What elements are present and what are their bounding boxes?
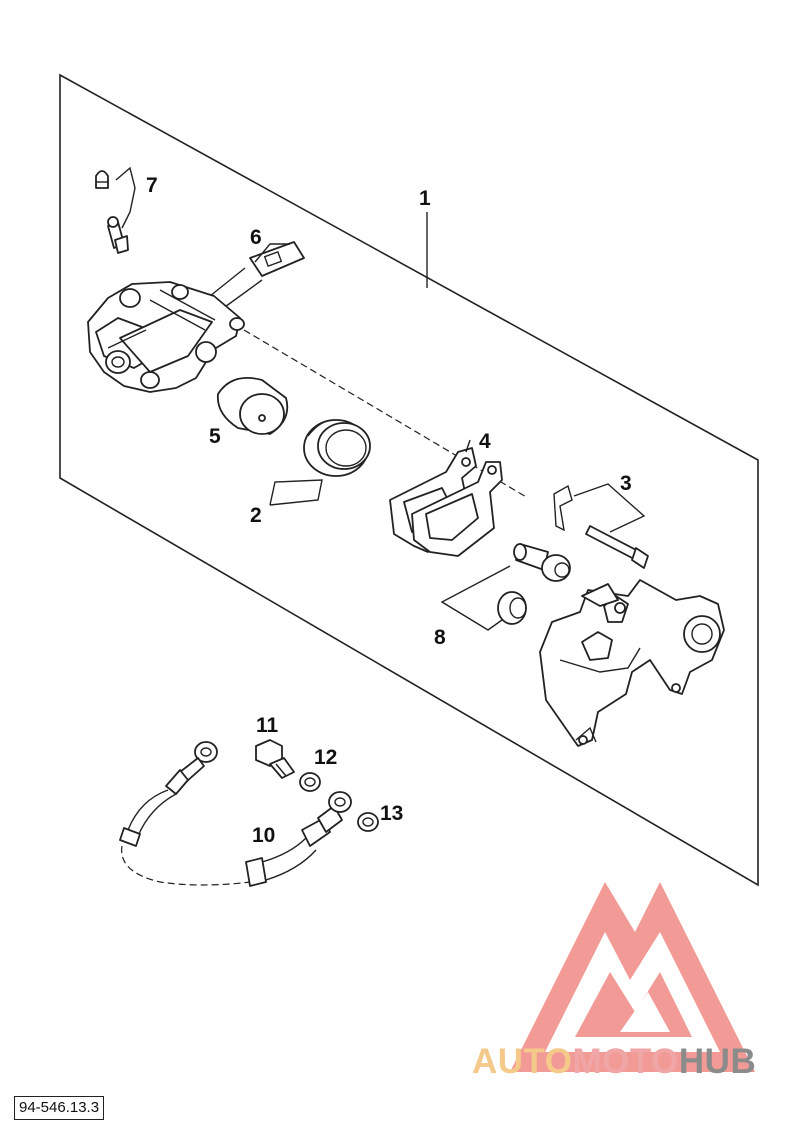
slide-pin-bushing-upper xyxy=(513,543,571,582)
assembly-frame xyxy=(59,73,759,887)
callout-6: 6 xyxy=(250,226,262,249)
callout-12: 12 xyxy=(314,746,337,769)
callout-2: 2 xyxy=(250,504,262,527)
leader-6 xyxy=(254,243,290,263)
piston xyxy=(216,376,289,435)
callout-7: 7 xyxy=(146,174,158,197)
sealing-washer-12 xyxy=(299,772,321,792)
pad-spring-plate xyxy=(249,241,305,277)
bleed-screw-lower xyxy=(107,216,129,254)
caliper-body xyxy=(87,281,245,393)
caliper-bracket xyxy=(539,579,725,747)
brake-hose xyxy=(119,741,352,887)
automotohub-logo-text: AUTOMOTOHUB xyxy=(472,1042,756,1082)
logo-triangle-icon xyxy=(510,882,755,1072)
retaining-clip xyxy=(553,484,573,532)
leader-4 xyxy=(465,439,471,453)
drawing-number: 94-546.13.3 xyxy=(14,1096,105,1120)
slide-pin-bushing-lower xyxy=(497,591,527,625)
callout-1: 1 xyxy=(419,187,431,210)
callout-5: 5 xyxy=(209,425,221,448)
logo-text-auto: AUTO xyxy=(472,1042,573,1081)
leader-8 xyxy=(440,565,511,631)
bleed-screw-upper xyxy=(95,170,109,189)
sealing-washer-13 xyxy=(357,812,379,832)
logo-text-moto: MOTO xyxy=(572,1042,679,1081)
callout-11: 11 xyxy=(256,714,279,737)
callout-4: 4 xyxy=(479,430,491,453)
callout-8: 8 xyxy=(434,626,446,649)
brake-pads xyxy=(389,447,503,557)
leader-3 xyxy=(573,483,646,533)
leader-7 xyxy=(115,166,136,229)
banjo-bolt xyxy=(255,739,295,779)
retaining-pin xyxy=(585,525,649,569)
leader-2 xyxy=(269,479,323,506)
callout-13: 13 xyxy=(380,802,403,825)
callout-3: 3 xyxy=(620,472,632,495)
automotohub-logo-mark xyxy=(510,882,755,1072)
logo-text-hub: HUB xyxy=(678,1042,757,1081)
callout-10: 10 xyxy=(252,824,275,847)
piston-seal xyxy=(303,419,371,477)
